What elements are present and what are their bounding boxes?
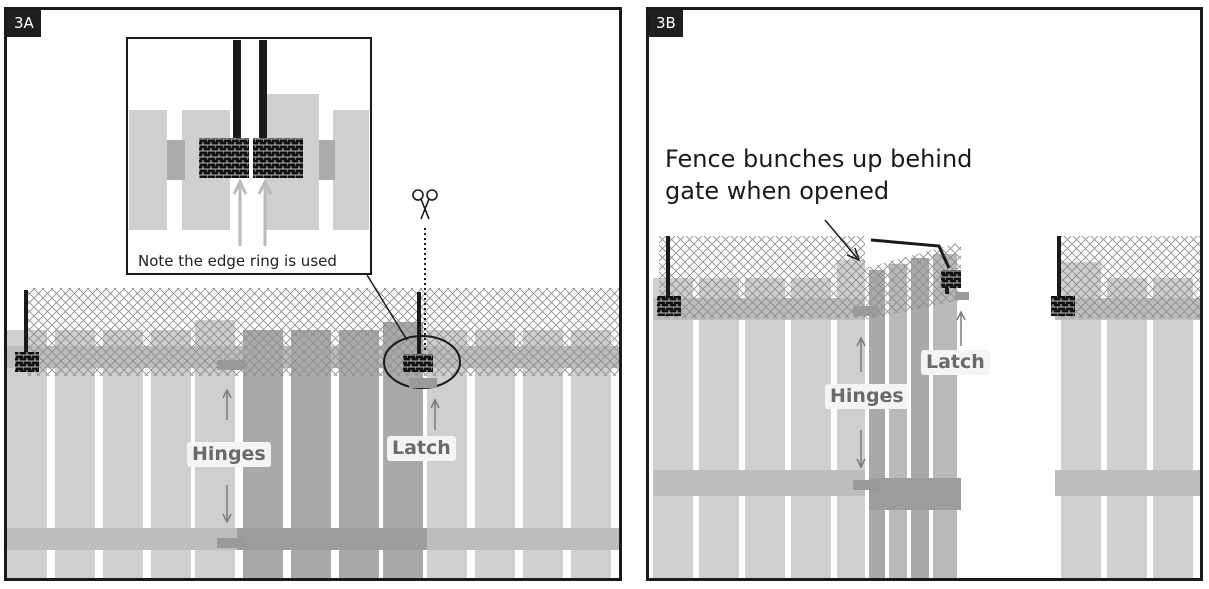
- left-fence-section: [653, 236, 865, 578]
- note-line-2: gate when opened: [665, 177, 890, 205]
- inset-detail: [126, 37, 372, 275]
- fence-illustration-3a: [7, 37, 619, 578]
- scissors-icon: [412, 189, 438, 220]
- panel-badge: 3A: [7, 10, 41, 37]
- panel-3a: 3A: [4, 7, 622, 581]
- lower-hinge: [853, 480, 879, 490]
- latch-hardware: [409, 378, 437, 388]
- panel-3b: 3B: [646, 7, 1203, 581]
- up-arrow-icon: [222, 388, 232, 420]
- upper-hinge: [217, 360, 245, 370]
- latch-label: Latch: [387, 436, 456, 461]
- inset-pointer-line: [366, 274, 408, 341]
- latch-label: Latch: [921, 350, 990, 375]
- hinges-label: Hinges: [187, 442, 271, 467]
- inset-caption: Note the edge ring is used: [135, 252, 340, 271]
- left-post: [15, 290, 39, 372]
- fence-illustration-3b: [653, 219, 1200, 578]
- lower-hinge: [217, 538, 245, 548]
- note-line-1: Fence bunches up behind: [665, 145, 973, 173]
- right-fence-section: [1051, 236, 1200, 578]
- chain-link-mesh: [27, 288, 619, 376]
- note-pointer-arrow: [824, 219, 861, 262]
- up-arrow-icon: [856, 336, 866, 372]
- up-arrow-icon: [430, 398, 440, 430]
- open-gate: [865, 238, 969, 578]
- down-arrow-icon: [222, 485, 232, 524]
- down-arrow-icon: [856, 430, 866, 469]
- latch-post: [403, 292, 433, 372]
- upper-hinge: [853, 306, 879, 316]
- hinges-label: Hinges: [825, 384, 909, 409]
- up-arrow-icon: [956, 310, 966, 346]
- panel-badge: 3B: [649, 10, 683, 37]
